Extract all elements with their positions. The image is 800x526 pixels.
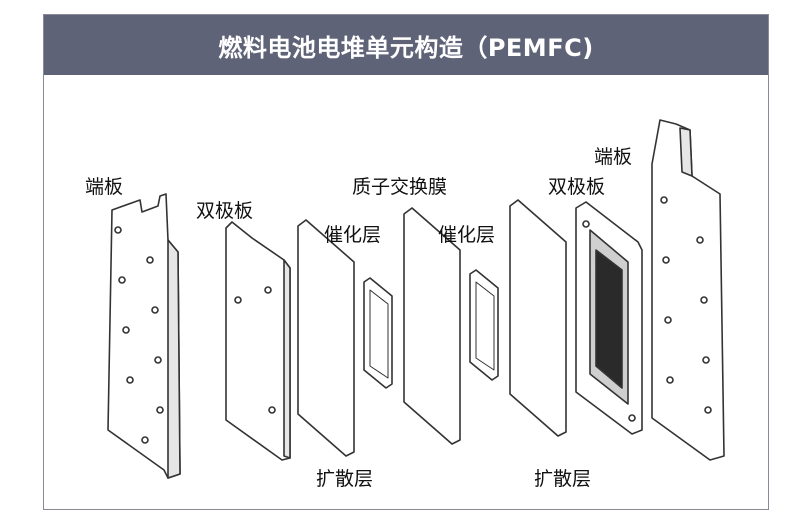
end-plate-left (107, 193, 181, 479)
membrane-sheet (403, 207, 461, 445)
catalyst-layer-left-sheet (363, 277, 393, 389)
bipolar-plate-right (575, 201, 643, 435)
bipolar-plate-left (225, 221, 291, 461)
label-catalyst-right: 催化层 (438, 224, 496, 246)
page-title: 燃料电池电堆单元构造（PEMFC) (218, 33, 594, 62)
label-catalyst-left: 催化层 (324, 224, 382, 246)
label-diffusion-left: 扩散层 (316, 468, 374, 490)
title-bar: 燃料电池电堆单元构造（PEMFC) (44, 15, 768, 75)
catalyst-layer-right-sheet (469, 269, 499, 381)
label-bipolar-plate-right: 双极板 (548, 176, 606, 198)
label-end-plate-left: 端板 (85, 176, 124, 198)
label-membrane: 质子交换膜 (352, 176, 448, 198)
label-end-plate-right: 端板 (594, 146, 633, 168)
diffusion-layer-left-sheet (297, 219, 355, 457)
end-plate-right (651, 119, 725, 461)
diffusion-layer-right-sheet (509, 199, 567, 437)
label-bipolar-plate-left: 双极板 (196, 200, 254, 222)
label-diffusion-right: 扩散层 (534, 468, 592, 490)
